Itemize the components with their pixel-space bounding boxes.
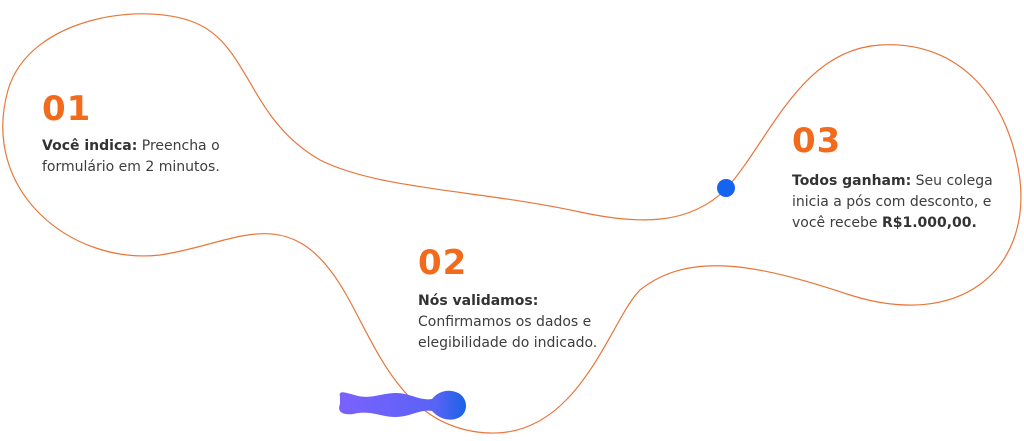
step-body: Seu colega inicia a pós com desconto, e …: [792, 173, 993, 231]
step-description: Todos ganham: Seu colega inicia a pós co…: [792, 171, 1007, 234]
step-body: Preencha o formulário em 2 minutos.: [42, 138, 220, 175]
step-title: Todos ganham:: [792, 173, 912, 189]
step-title: Nós validamos:: [418, 293, 539, 309]
step-1: 01 Você indica: Preencha o formulário em…: [42, 92, 252, 178]
decorative-blob: [339, 390, 466, 420]
step-title: Você indica:: [42, 138, 138, 154]
step-number: 01: [42, 89, 92, 129]
step-2: 02 Nós validamos: Confirmamos os dados e …: [418, 246, 628, 354]
step-3: 03 Todos ganham: Seu colega inicia a pós…: [792, 124, 1007, 234]
flow-line: [2, 13, 1022, 434]
progress-dot: [717, 179, 735, 197]
step-description: Nós validamos: Confirmamos os dados e ele…: [418, 291, 628, 354]
step-description: Você indica: Preencha o formulário em 2 …: [42, 136, 252, 178]
step-number: 02: [418, 243, 468, 283]
step-body: Confirmamos os dados e elegibilidade do …: [418, 314, 598, 351]
reward-amount: R$1.000,00.: [881, 215, 977, 231]
step-number: 03: [792, 121, 842, 161]
